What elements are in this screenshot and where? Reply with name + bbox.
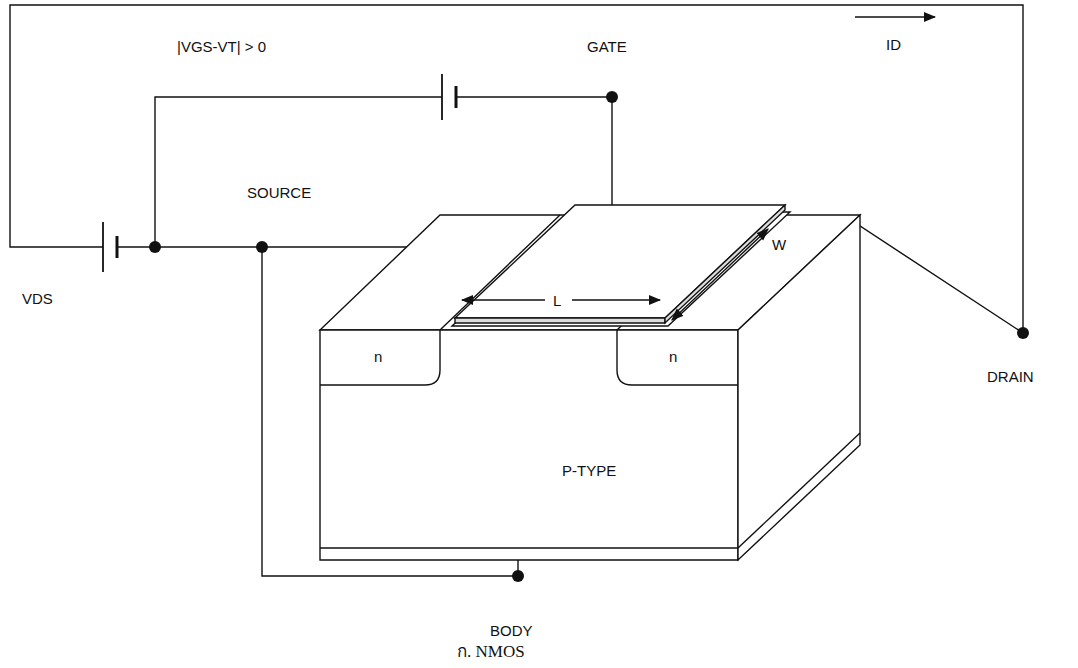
terminal-dot	[256, 241, 268, 253]
terminal-dot	[1017, 327, 1029, 339]
battery-plate	[455, 86, 458, 108]
substrate-side	[738, 215, 860, 560]
terminal-name: SOURCE	[245, 184, 313, 201]
battery-plate	[102, 222, 104, 272]
terminal-name: DRAIN	[985, 368, 1036, 385]
n-region	[617, 330, 738, 385]
region-label: P-TYPE	[560, 462, 618, 479]
gate-edge	[665, 205, 785, 323]
voltage-label: VDS	[20, 290, 55, 307]
terminal-dot	[512, 570, 524, 582]
figure-caption: ก. NMOS	[455, 642, 527, 661]
terminal-name: GATE	[585, 38, 629, 55]
gate-bias-wire	[155, 97, 442, 247]
bias-voltage-label: |VGS-VT| > 0	[175, 38, 268, 55]
current-label: ID	[884, 36, 903, 53]
body-contact	[738, 433, 860, 548]
body-contact	[320, 547, 738, 548]
length-arrow	[462, 299, 545, 300]
terminal-dot	[606, 91, 618, 103]
vds-wire	[117, 246, 262, 247]
terminal-dot	[149, 241, 161, 253]
drain-wire	[10, 5, 1023, 333]
battery-plate	[441, 74, 443, 120]
gate-plate	[455, 205, 785, 318]
terminal-name: BODY	[488, 622, 535, 639]
substrate-front	[320, 330, 738, 560]
n-region	[320, 330, 440, 385]
region-label: n	[372, 348, 384, 365]
length-arrow	[572, 299, 660, 300]
region-label: n	[667, 348, 679, 365]
current-arrow	[855, 16, 935, 17]
dimension-label: W	[770, 236, 788, 253]
width-arrow	[672, 229, 768, 320]
battery-plate	[116, 236, 119, 258]
dimension-label: L	[551, 292, 563, 309]
gate-edge	[455, 318, 665, 323]
